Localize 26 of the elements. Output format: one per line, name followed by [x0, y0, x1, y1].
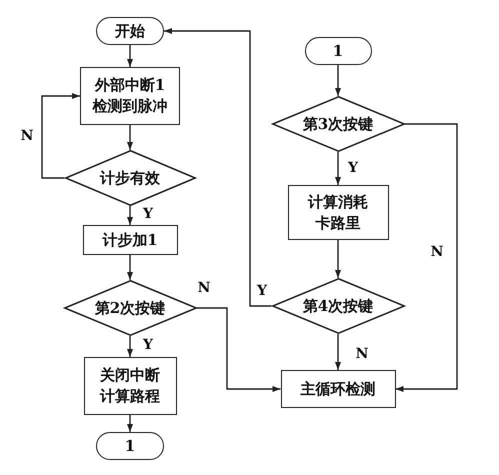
decision-diamond: 第3次按键	[272, 96, 404, 152]
arrow	[335, 152, 341, 185]
arrow	[335, 240, 341, 278]
arrow	[41, 93, 80, 179]
arrow	[335, 65, 341, 96]
arrow	[127, 415, 133, 432]
decision-diamond: 第2次按键	[64, 280, 196, 336]
process-box: 关闭中断计算路程	[84, 357, 176, 415]
arrow	[164, 28, 272, 307]
process-box: 主循环检测	[280, 370, 396, 408]
terminal-box: 开始	[96, 17, 164, 45]
process-box: 计步加1	[82, 225, 178, 255]
process-box: 计算消耗卡路里	[288, 185, 388, 240]
arrow	[196, 307, 280, 392]
arrow	[127, 255, 133, 280]
decision-diamond: 计步有效	[64, 150, 196, 206]
arrow	[127, 336, 133, 357]
terminal-box: 1	[304, 37, 372, 65]
terminal-box: 1	[96, 432, 164, 460]
arrow	[127, 45, 133, 67]
process-box: 外部中断1检测到脉冲	[80, 67, 180, 125]
arrow	[127, 125, 133, 150]
decision-diamond: 第4次按键	[272, 278, 404, 334]
arrow	[127, 206, 133, 225]
arrow	[396, 123, 458, 392]
arrow	[335, 334, 341, 370]
